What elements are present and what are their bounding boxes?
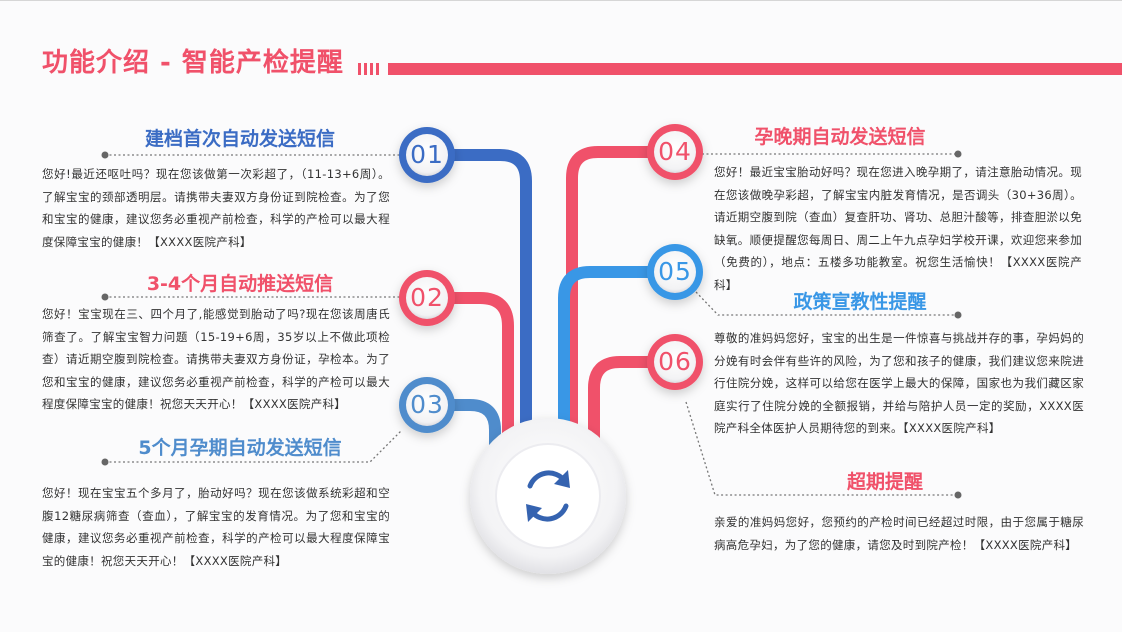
title-stripes	[358, 63, 384, 75]
section-title-02: 3-4个月自动推送短信	[146, 273, 334, 295]
badge-04-ring	[647, 124, 703, 180]
badge-number-05: 05	[658, 257, 692, 286]
badge-02-ring	[399, 270, 455, 326]
page-title: 功能介绍 - 智能产检提醒	[42, 48, 344, 78]
section-title-06: 超期提醒	[846, 471, 923, 493]
section-body-03: 您好！现在宝宝五个多月了，胎动好吗？现在您该做系统彩超和空腹12糖尿病筛查（查血…	[42, 486, 390, 568]
branch-line-03	[440, 399, 501, 470]
badge-03-ring	[399, 377, 455, 433]
section-body-05: 尊敬的准妈妈您好，宝宝的出生是一件惊喜与挑战并存的事，孕妈妈的分娩有时会伴有些许…	[714, 331, 1084, 435]
badge-number-01: 01	[410, 140, 444, 169]
connector-06	[685, 401, 958, 496]
top-border	[0, 0, 1122, 1]
badge-number-06: 06	[658, 347, 692, 376]
section-body-02: 您好！宝宝现在三、四个月了,能感觉到胎动了吗?现在您该周唐氏筛查了。了解宝宝智力…	[42, 307, 390, 411]
branch-line-06	[588, 356, 665, 470]
branch-line-05	[558, 266, 665, 470]
center-hub	[470, 418, 626, 574]
section-title-03: 5个月孕期自动发送短信	[138, 437, 342, 459]
section-title-05: 政策宣教性提醒	[793, 291, 927, 313]
branch-line-04	[566, 146, 665, 470]
badge-01-ring	[399, 127, 455, 183]
section-title-04: 孕晚期自动发送短信	[754, 126, 926, 148]
branch-line-02	[440, 292, 514, 470]
badge-number-03: 03	[410, 390, 444, 419]
badge-number-04: 04	[658, 137, 692, 166]
section-body-06: 亲爱的准妈妈您好，您预约的产检时间已经超过时限，由于您属于糖尿病高危孕妇，为了您…	[714, 515, 1084, 552]
title-accent-bar	[388, 63, 1122, 75]
badge-05-ring	[647, 244, 703, 300]
refresh-icon	[527, 470, 569, 522]
badge-number-02: 02	[410, 283, 444, 312]
section-body-01: 您好!最近还呕吐吗？现在您该做第一次彩超了，（11-13+6周）。了解宝宝的颈部…	[42, 167, 390, 249]
section-body-04: 您好！最近宝宝胎动好吗？现在您进入晚孕期了，请注意胎动情况。现在您该做晚孕彩超，…	[714, 165, 1082, 292]
branch-line-01	[440, 149, 532, 470]
connector-05	[695, 291, 958, 316]
badge-06-ring	[647, 334, 703, 390]
section-title-01: 建档首次自动发送短信	[144, 128, 335, 150]
